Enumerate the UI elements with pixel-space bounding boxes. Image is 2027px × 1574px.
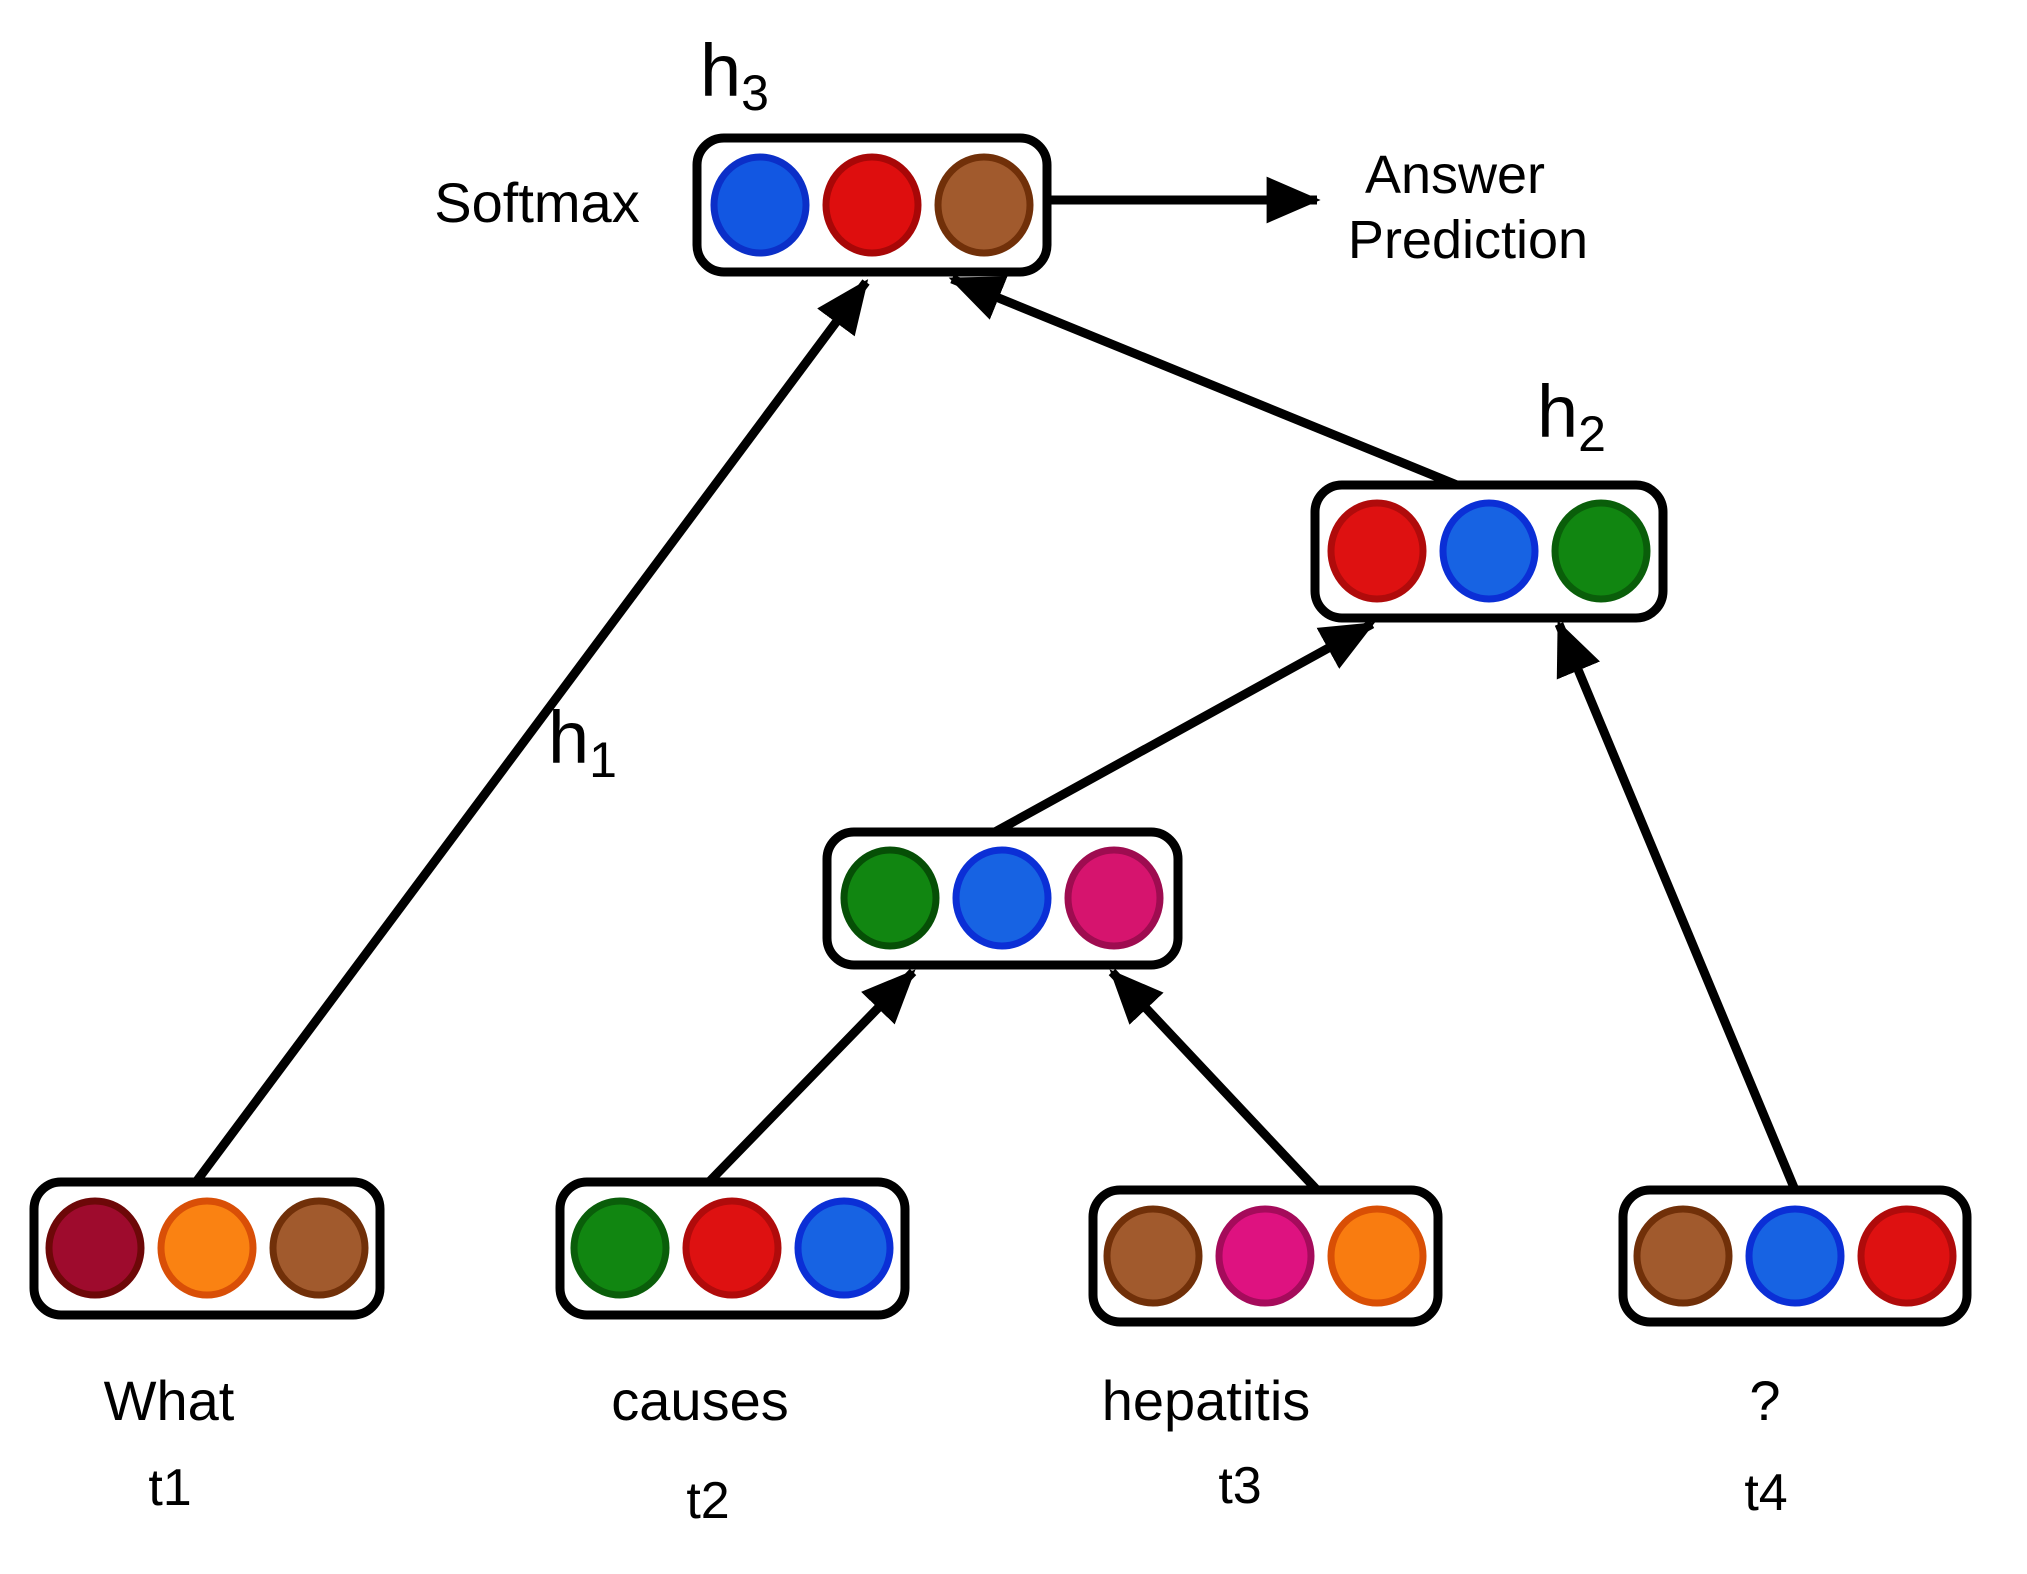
- label-answer-line2: Prediction: [1348, 210, 1588, 270]
- node-middle-circle-2: [952, 846, 1052, 950]
- label-h1: h1: [548, 696, 617, 788]
- node-h3-circle-1: [710, 153, 810, 257]
- label-h2: h2: [1537, 370, 1606, 462]
- node-token-question-circle-3: [1857, 1205, 1957, 1307]
- label-word-hepatitis: hepatitis: [1102, 1369, 1311, 1432]
- label-h3: h3: [700, 29, 769, 121]
- label-time-t2: t2: [686, 1472, 729, 1530]
- node-token-causes: [555, 1177, 910, 1320]
- edge-t3-to-mid: [1108, 968, 1321, 1194]
- label-word-what: What: [104, 1369, 235, 1432]
- node-token-hepatitis-circle-1: [1103, 1205, 1203, 1307]
- edge-t4-to-h2: [1554, 620, 1800, 1192]
- node-token-causes-circle-3: [794, 1197, 894, 1299]
- node-h2: [1310, 480, 1668, 623]
- label-answer-line1: Answer: [1365, 145, 1545, 205]
- node-h2-circle-1: [1327, 499, 1427, 603]
- node-h2-circle-2: [1439, 499, 1539, 603]
- node-token-causes-circle-1: [570, 1197, 670, 1299]
- node-token-causes-circle-2: [682, 1197, 782, 1299]
- node-token-what: [29, 1177, 385, 1320]
- node-token-question-circle-2: [1745, 1205, 1845, 1307]
- node-middle-circle-1: [840, 846, 940, 950]
- node-middle-circle-3: [1064, 846, 1164, 950]
- label-softmax: Softmax: [434, 171, 639, 234]
- label-word-question: ?: [1749, 1369, 1780, 1432]
- edges: [192, 176, 1800, 1194]
- node-h3-circle-2: [822, 153, 922, 257]
- label-time-t1: t1: [148, 1459, 191, 1517]
- node-token-hepatitis-circle-2: [1215, 1205, 1315, 1307]
- node-token-question-circle-1: [1633, 1205, 1733, 1307]
- node-h2-circle-3: [1551, 499, 1651, 603]
- node-token-question: [1618, 1185, 1972, 1327]
- node-middle: [822, 827, 1183, 970]
- label-time-t3: t3: [1218, 1457, 1261, 1515]
- edge-t2-to-mid: [705, 968, 917, 1186]
- edge-mid-to-h2: [992, 620, 1376, 836]
- node-h3: [692, 133, 1052, 277]
- label-word-causes: causes: [611, 1369, 788, 1432]
- edge-t1-to-h3: [192, 279, 870, 1185]
- label-time-t4: t4: [1744, 1464, 1787, 1522]
- node-token-what-circle-3: [269, 1197, 369, 1299]
- node-token-hepatitis: [1088, 1185, 1443, 1327]
- node-token-hepatitis-circle-3: [1327, 1205, 1427, 1307]
- edge-h2-to-h3: [948, 274, 1459, 490]
- node-token-what-circle-2: [157, 1197, 257, 1299]
- node-token-what-circle-1: [45, 1197, 145, 1299]
- node-h3-circle-3: [934, 153, 1034, 257]
